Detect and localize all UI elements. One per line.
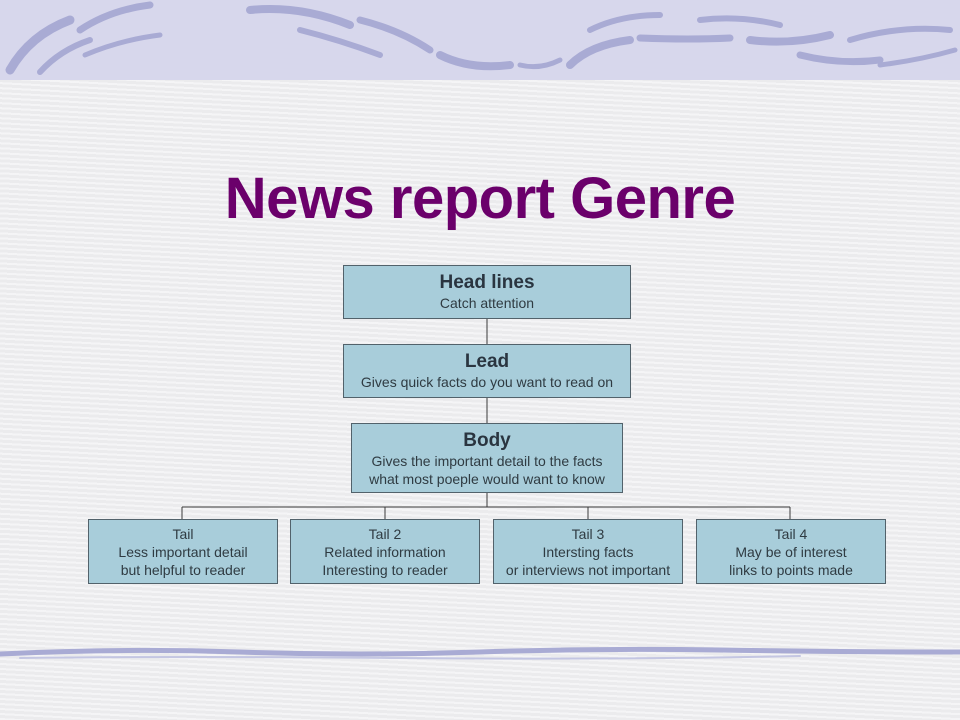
brush-stroke-decoration-bottom — [0, 646, 960, 660]
tail-1-line-2: but helpful to reader — [120, 562, 246, 578]
tail-3-title: Tail 3 — [571, 526, 605, 542]
tail-1-box: Tail Less important detail but helpful t… — [88, 519, 278, 584]
tail-2-line-1: Related information — [324, 544, 446, 560]
tail-2-box: Tail 2 Related information Interesting t… — [290, 519, 480, 584]
brush-stroke-decoration-top — [5, 1, 958, 75]
tail-1-title: Tail — [172, 526, 194, 542]
body-box: Body Gives the important detail to the f… — [351, 423, 623, 493]
tail-3-line-1: Intersting facts — [542, 544, 634, 560]
tail-3-line-2: or interviews not important — [505, 562, 671, 578]
tail-1-line-1: Less important detail — [118, 544, 248, 560]
body-line-2: what most poeple would want to know — [369, 471, 605, 487]
tail-3-box: Tail 3 Intersting facts or interviews no… — [493, 519, 683, 584]
lead-title: Lead — [464, 351, 510, 372]
headlines-title: Head lines — [439, 272, 535, 293]
tail-4-box: Tail 4 May be of interest links to point… — [696, 519, 886, 584]
lead-box: Lead Gives quick facts do you want to re… — [343, 344, 631, 398]
slide-title: News report Genre — [224, 165, 736, 231]
tail-2-title: Tail 2 — [368, 526, 402, 542]
headlines-box: Head lines Catch attention — [343, 265, 631, 319]
tail-4-line-2: links to points made — [729, 562, 853, 578]
tail-4-title: Tail 4 — [774, 526, 808, 542]
body-title: Body — [463, 430, 511, 451]
headlines-line: Catch attention — [439, 295, 535, 311]
tail-2-line-2: Interesting to reader — [322, 562, 448, 578]
body-line-1: Gives the important detail to the facts — [371, 453, 603, 469]
lead-line: Gives quick facts do you want to read on — [360, 374, 614, 390]
tail-4-line-1: May be of interest — [735, 544, 847, 560]
